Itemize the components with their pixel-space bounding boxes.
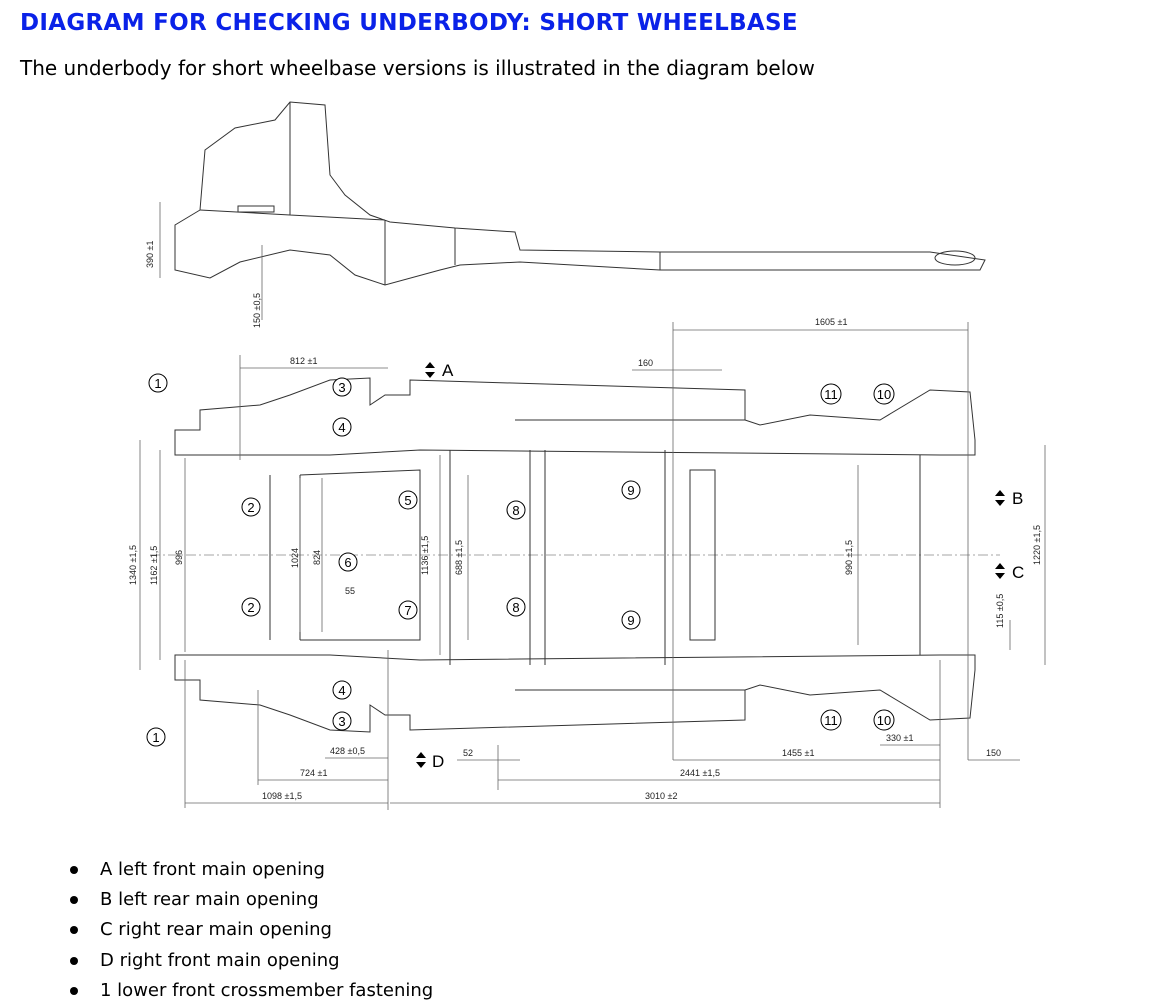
dim-1098: 1098 ±1,5 (262, 791, 302, 801)
legend-item: D right front main opening (70, 946, 433, 976)
callout-2: 2 (247, 600, 254, 615)
dim-150-horizontal: 150 (986, 748, 1001, 758)
dim-724: 724 ±1 (300, 768, 327, 778)
callout-4: 4 (338, 420, 345, 435)
callout-1: 1 (152, 730, 159, 745)
callout-6: 6 (344, 555, 351, 570)
callout-10: 10 (877, 713, 891, 728)
dim-812: 812 ±1 (290, 356, 317, 366)
dim-3010: 3010 ±2 (645, 791, 677, 801)
dim-1340: 1340 ±1,5 (128, 545, 138, 585)
callout-2: 2 (247, 500, 254, 515)
legend-item: A left front main opening (70, 855, 433, 885)
callout-11: 11 (824, 713, 838, 728)
dim-150-vertical: 150 ±0,5 (252, 293, 262, 328)
intro-text: The underbody for short wheelbase versio… (20, 56, 815, 80)
side-view (159, 101, 986, 320)
underbody-diagram: 390 ±1 150 ±0,5 812 ±1 160 1605 ±1 1 (128, 101, 1046, 810)
dim-1136: 1136 ±1,5 (420, 536, 430, 575)
dim-688: 688 ±1,5 (454, 540, 464, 575)
callout-8: 8 (512, 600, 519, 615)
dim-996: 996 (174, 550, 184, 565)
dim-990: 990 ±1,5 (844, 540, 854, 575)
legend-item: B left rear main opening (70, 885, 433, 915)
callout-9: 9 (627, 613, 634, 628)
legend-item: C right rear main opening (70, 915, 433, 945)
callout-3: 3 (338, 714, 345, 729)
callout-4: 4 (338, 683, 345, 698)
callout-8: 8 (512, 503, 519, 518)
dim-1605: 1605 ±1 (815, 317, 847, 327)
dim-2441: 2441 ±1,5 (680, 768, 720, 778)
callout-1: 1 (154, 376, 161, 391)
opening-a-label: A (442, 361, 454, 380)
opening-b-label: B (1012, 489, 1023, 508)
dim-1162: 1162 ±1,5 (149, 546, 159, 585)
callout-10: 10 (877, 387, 891, 402)
page-title: DIAGRAM FOR CHECKING UNDERBODY: SHORT WH… (20, 10, 798, 36)
legend-list: A left front main opening B left rear ma… (70, 855, 433, 1006)
callout-3: 3 (338, 380, 345, 395)
callout-7: 7 (404, 603, 411, 618)
dim-160: 160 (638, 358, 653, 368)
opening-d-label: D (432, 752, 444, 771)
callouts (146, 373, 895, 747)
dim-390: 390 ±1 (145, 241, 155, 268)
callout-5: 5 (404, 493, 411, 508)
dim-824: 824 (312, 550, 322, 565)
dim-115: 115 ±0,5 (995, 594, 1005, 628)
dim-55: 55 (345, 586, 355, 596)
callout-9: 9 (627, 483, 634, 498)
legend-item: 1 lower front crossmember fastening (70, 976, 433, 1006)
dim-428: 428 ±0,5 (330, 746, 365, 756)
dim-52: 52 (463, 748, 473, 758)
callout-11: 11 (824, 387, 838, 402)
opening-marker-icons (416, 362, 1005, 768)
plan-view (139, 322, 1046, 810)
dim-330: 330 ±1 (886, 733, 913, 743)
dim-1220: 1220 ±1,5 (1032, 525, 1042, 565)
dim-1455: 1455 ±1 (782, 748, 814, 758)
dim-1024: 1024 (290, 548, 300, 568)
opening-c-label: C (1012, 563, 1024, 582)
